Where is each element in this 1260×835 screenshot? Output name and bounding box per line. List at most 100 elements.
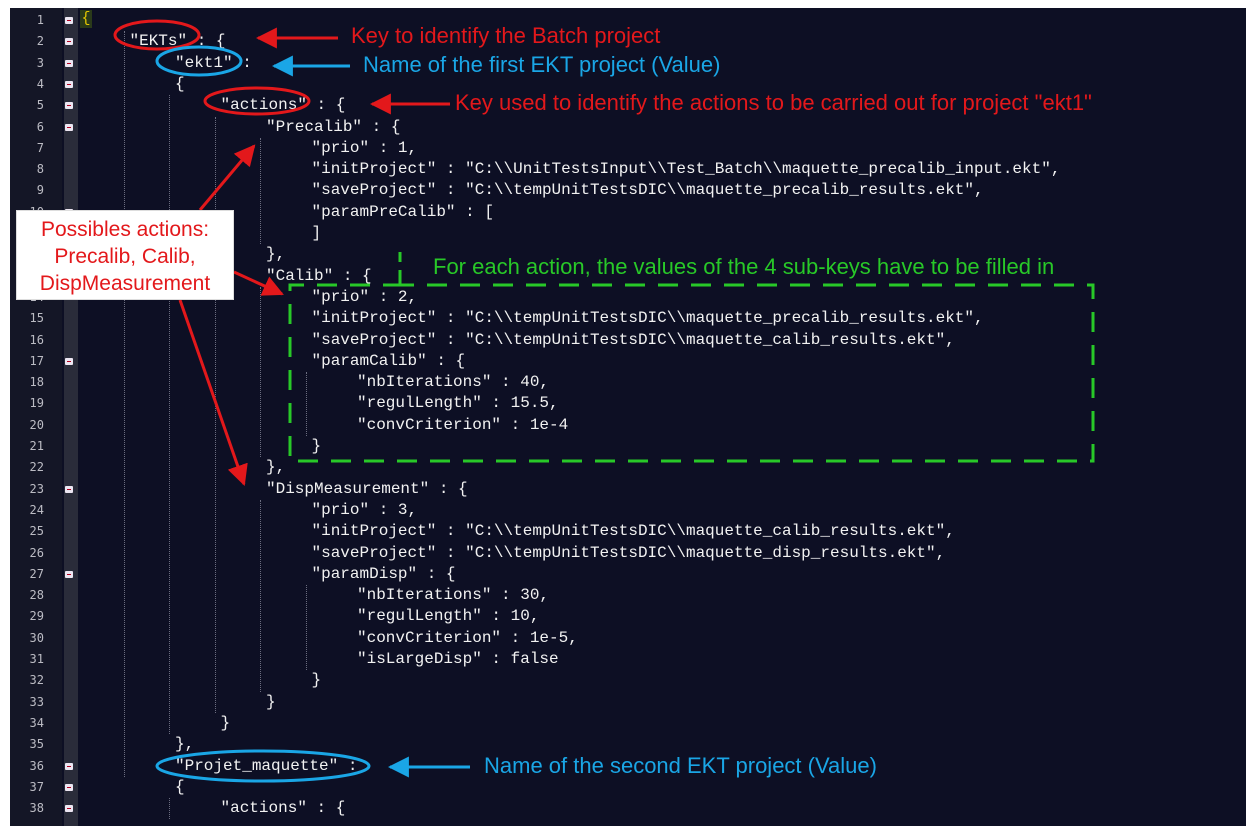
line-number: 9 xyxy=(36,183,44,198)
code-line: "saveProject" : "C:\\tempUnitTestsDIC\\m… xyxy=(311,330,955,349)
line-number: 8 xyxy=(36,162,44,177)
second-project-annotation: Name of the second EKT project (Value) xyxy=(484,753,877,778)
indent-guide xyxy=(260,137,261,245)
line-number: 17 xyxy=(29,353,44,368)
code-line: "paramPreCalib" : [ xyxy=(311,202,494,221)
line-number: 6 xyxy=(36,119,44,134)
indent-guide xyxy=(305,585,307,671)
line-number: 21 xyxy=(29,439,44,453)
possible-actions-line-3: DispMeasurement xyxy=(39,272,211,295)
code-line: }, xyxy=(266,458,286,477)
indent-guide xyxy=(260,499,261,692)
line-number: 22 xyxy=(29,460,44,475)
fold-toggle-icon[interactable] xyxy=(65,485,73,493)
code-line: } xyxy=(311,437,322,455)
code-line: } xyxy=(311,671,322,690)
line-number: 32 xyxy=(29,673,44,688)
code-line: ] xyxy=(311,224,322,242)
code-line: "prio" : 3, xyxy=(311,500,418,519)
line-number: 26 xyxy=(29,545,44,560)
code-line: "actions" : { xyxy=(220,799,346,818)
line-number: 3 xyxy=(36,55,44,70)
code-line: "saveProject" : "C:\\tempUnitTestsDIC\\m… xyxy=(311,543,946,562)
code-line: { xyxy=(175,74,185,93)
code-line: "prio" : 2, xyxy=(311,287,418,306)
code-line: "initProject" : "C:\\tempUnitTestsDIC\\m… xyxy=(311,309,984,328)
line-number: 19 xyxy=(29,396,44,411)
fold-toggle-icon[interactable] xyxy=(65,80,73,88)
code-line: "regulLength" : 10, xyxy=(357,607,540,626)
sub-keys-dashed-box xyxy=(288,279,1095,463)
code-line: "Projet_maquette" : xyxy=(175,756,358,775)
line-number: 33 xyxy=(29,694,44,709)
fold-toggle-icon[interactable] xyxy=(65,38,73,46)
code-line: "convCriterion" : 1e-5, xyxy=(357,628,578,647)
actions-key-oval xyxy=(203,86,311,116)
line-number: 34 xyxy=(29,715,44,730)
calib-arrow xyxy=(233,270,284,296)
ekts-key-oval xyxy=(113,19,201,51)
actions-key-annotation: Key used to identify the actions to be c… xyxy=(455,90,1092,115)
line-number: 24 xyxy=(29,502,44,517)
batch-key-annotation: Key to identify the Batch project xyxy=(351,23,661,48)
code-line: "DispMeasurement" : { xyxy=(266,479,468,498)
code-line: }, xyxy=(175,735,195,754)
fold-toggle-icon[interactable] xyxy=(65,59,73,67)
line-number: 25 xyxy=(29,524,44,539)
fold-toggle-icon[interactable] xyxy=(65,102,73,110)
line-number: 15 xyxy=(29,311,44,326)
code-line: "paramCalib" : { xyxy=(311,351,466,370)
line-number: 20 xyxy=(29,417,44,432)
line-number: 23 xyxy=(29,481,44,496)
code-editor[interactable]: { "EKTs" : { "ekt1" : { "actions" : { "Preca… xyxy=(10,8,1246,826)
fold-toggle-icon[interactable] xyxy=(65,570,73,578)
code-line: "ekt1" : xyxy=(175,53,252,72)
code-line: { xyxy=(175,777,185,796)
code-line: }, xyxy=(266,245,286,264)
indent-guide xyxy=(123,31,125,777)
code-line: "isLargeDisp" : false xyxy=(357,650,559,668)
json-root-brace: { xyxy=(80,10,92,28)
code-line: "paramDisp" : { xyxy=(311,564,456,583)
possible-actions-callout: Possibles actions: Precalib, Calib, Disp… xyxy=(16,210,234,300)
dispmeasurement-arrow xyxy=(178,299,248,486)
fold-toggle-icon[interactable] xyxy=(65,123,73,131)
line-number: 18 xyxy=(29,375,44,390)
code-line: "actions" : { xyxy=(220,96,346,115)
line-number: 7 xyxy=(36,140,44,155)
code-line: "regulLength" : 15.5, xyxy=(357,394,559,413)
line-number: 2 xyxy=(36,34,44,49)
fold-toggle-icon[interactable] xyxy=(65,17,73,24)
line-number: 35 xyxy=(29,737,44,752)
precalib-arrow xyxy=(198,144,256,211)
fold-toggle-icon[interactable] xyxy=(65,805,73,813)
line-number: 30 xyxy=(29,630,44,645)
projet-maquette-oval xyxy=(155,749,371,783)
line-number: 28 xyxy=(29,588,44,603)
code-line: } xyxy=(266,692,276,711)
line-number: 5 xyxy=(36,98,44,113)
code-line: "EKTs" : { xyxy=(129,32,226,51)
ekt1-value-oval xyxy=(155,45,243,77)
line-number: 4 xyxy=(36,76,44,91)
code-line: "initProject" : "C:\\UnitTestsInput\\Tes… xyxy=(311,160,1061,179)
possible-actions-line-2: Precalib, Calib, xyxy=(54,245,196,268)
code-line: "Precalib" : { xyxy=(266,117,401,136)
indent-guide xyxy=(260,286,261,458)
indent-guide xyxy=(169,95,170,735)
possible-actions-line-1: Possibles actions: xyxy=(40,218,210,241)
fold-toggle-icon[interactable] xyxy=(65,762,73,770)
code-line: "initProject" : "C:\\tempUnitTestsDIC\\m… xyxy=(311,522,955,541)
line-number-gutter xyxy=(10,8,62,826)
code-line: "nbIterations" : 40, xyxy=(357,373,550,392)
line-number: 38 xyxy=(29,801,44,816)
first-project-annotation: Name of the first EKT project (Value) xyxy=(363,52,721,77)
line-number: 1 xyxy=(36,13,44,27)
indent-guide xyxy=(214,116,216,713)
fold-toggle-icon[interactable] xyxy=(65,357,73,365)
line-number: 27 xyxy=(29,566,44,581)
fold-toggle-icon[interactable] xyxy=(65,783,73,791)
line-number: 29 xyxy=(29,609,44,624)
code-line: "convCriterion" : 1e-4 xyxy=(357,415,569,434)
